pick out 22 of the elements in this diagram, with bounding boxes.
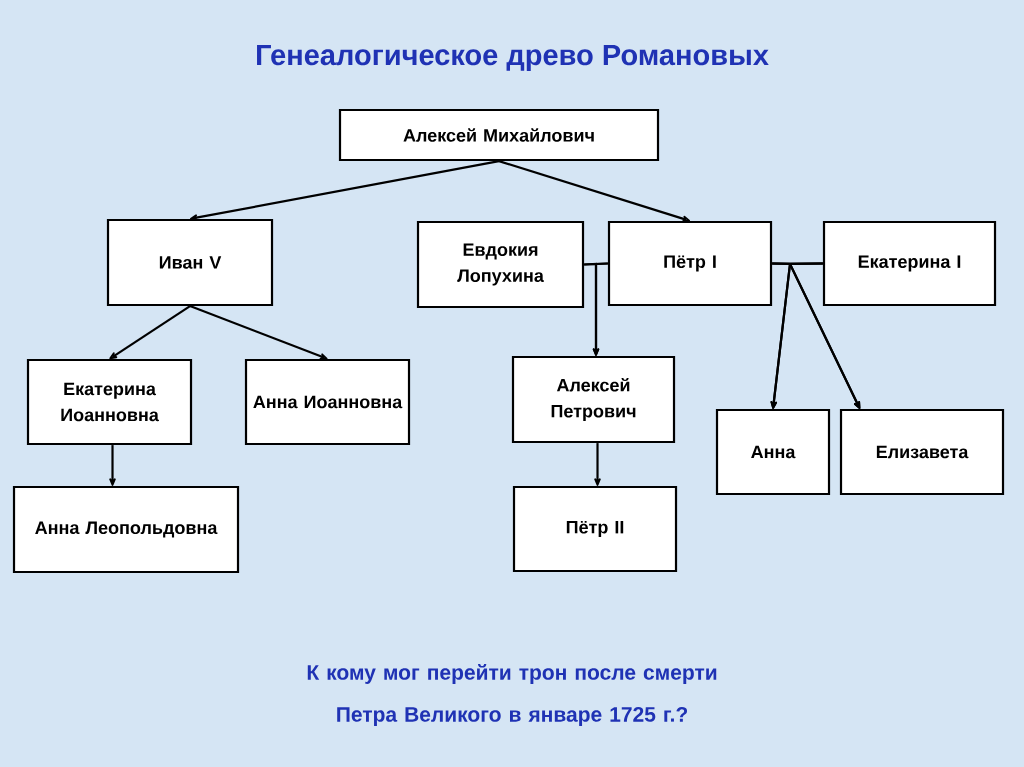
person-box: Пётр II bbox=[512, 485, 678, 573]
arrow bbox=[592, 262, 608, 356]
arrow bbox=[109, 445, 116, 486]
person-box: Анна Леопольдовна bbox=[12, 485, 240, 574]
arrow bbox=[498, 160, 691, 223]
arrow bbox=[788, 262, 861, 409]
person-box: Иван V bbox=[106, 218, 274, 307]
title: Генеалогическое древо Романовых bbox=[257, 45, 769, 71]
arrow bbox=[189, 305, 328, 360]
person-box: Екатерина I bbox=[822, 220, 997, 307]
person-box: Елизавета bbox=[839, 408, 1005, 496]
person-box: Алексей Петрович bbox=[511, 355, 676, 444]
question-text: К кому мог перейти трон после смерти Петра Великого в январе 1725 г.? bbox=[307, 664, 717, 726]
person-box: Анна Иоанновна bbox=[244, 358, 411, 446]
person-box: Екатерина Иоанновна bbox=[26, 358, 193, 446]
arrow bbox=[594, 443, 601, 486]
arrow bbox=[190, 160, 500, 221]
person-box: Евдокия Лопухина bbox=[416, 220, 585, 309]
person-box: Пётр I bbox=[607, 220, 773, 307]
person-box: Анна bbox=[715, 408, 831, 496]
person-box: Алексей Михайлович bbox=[338, 108, 660, 162]
arrow bbox=[109, 305, 191, 360]
